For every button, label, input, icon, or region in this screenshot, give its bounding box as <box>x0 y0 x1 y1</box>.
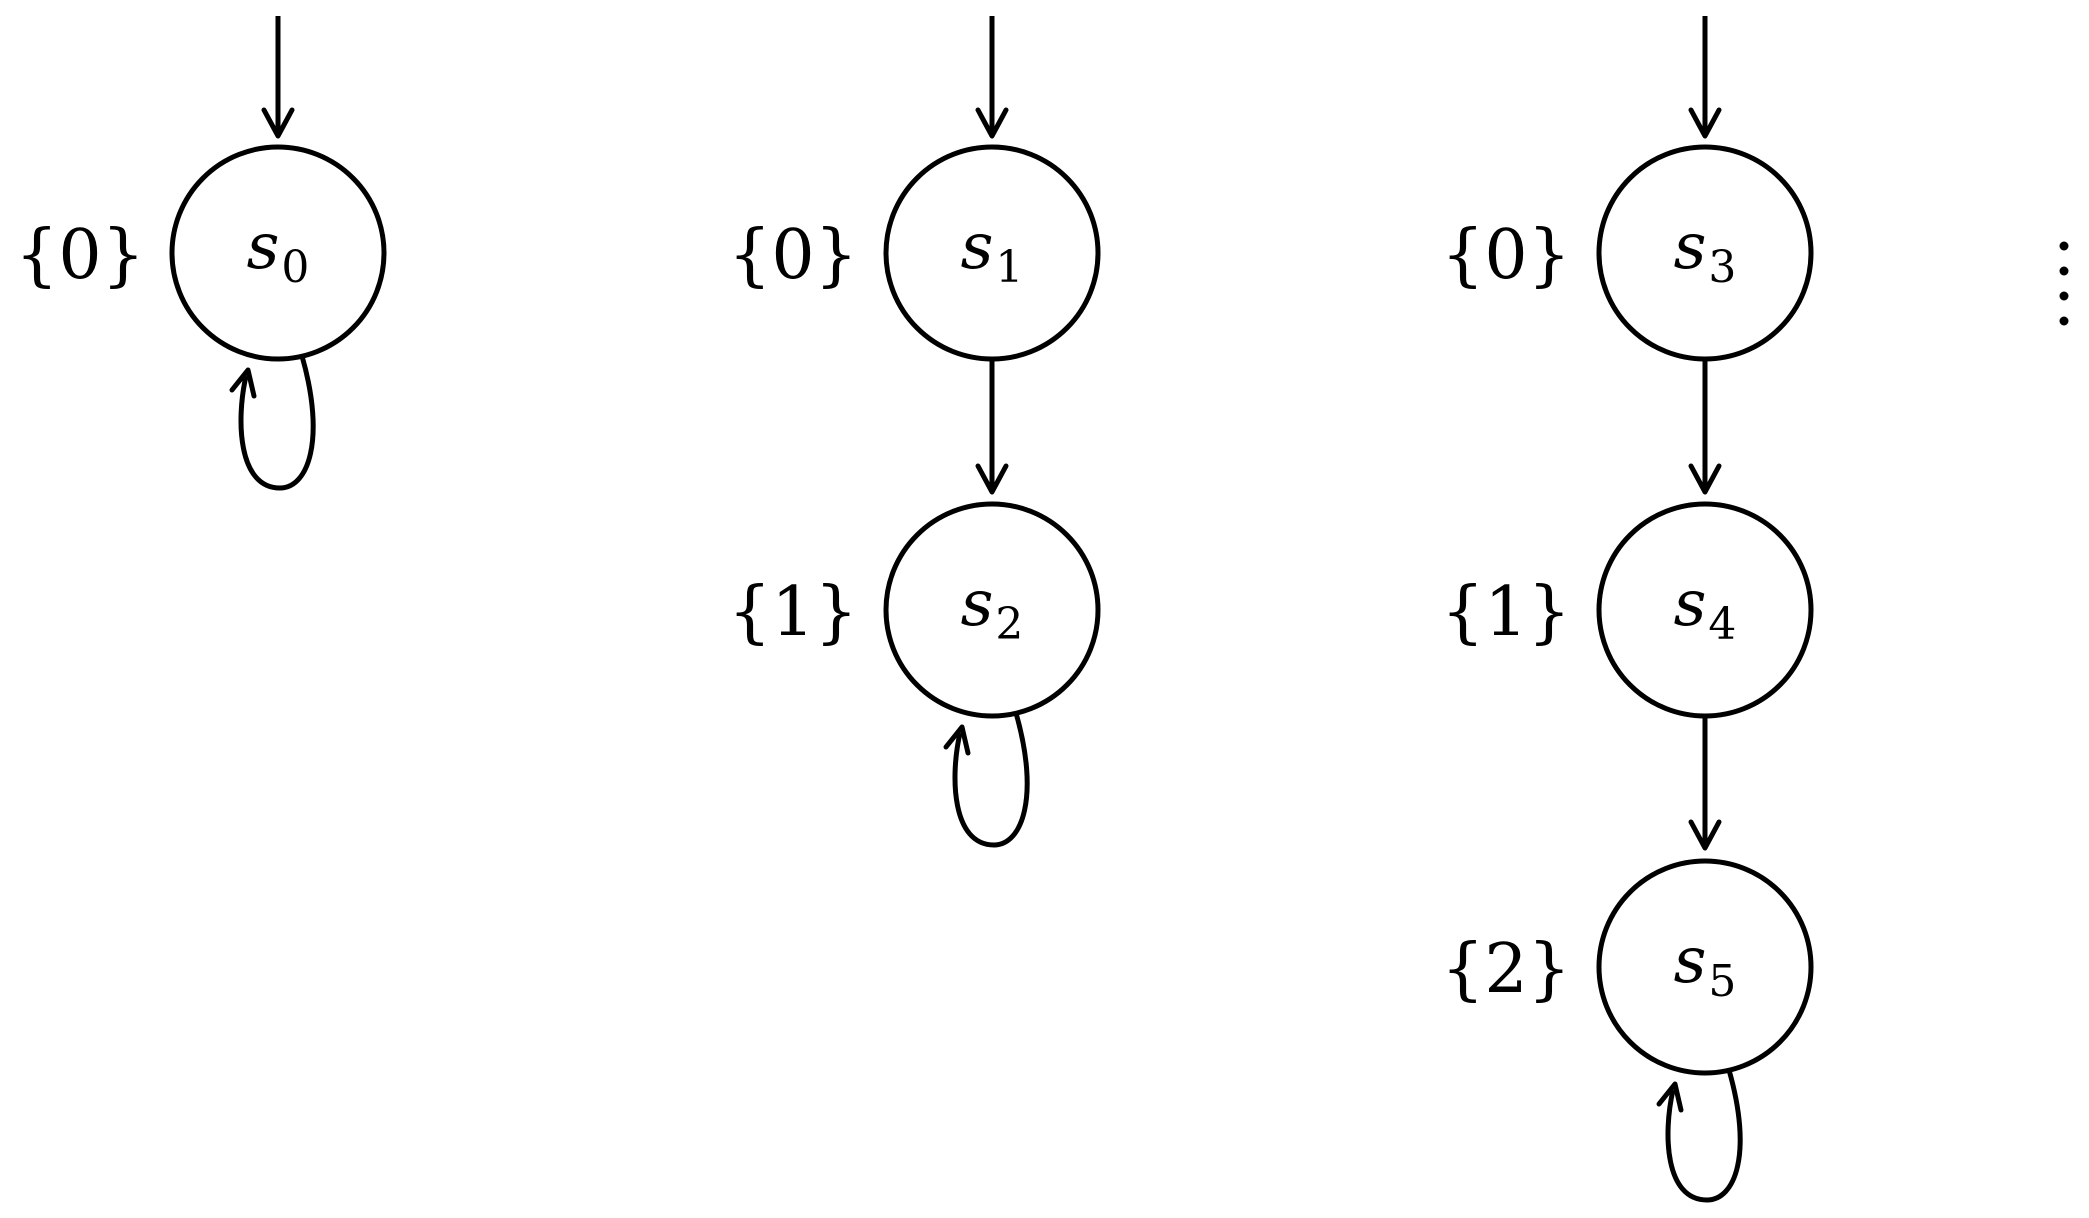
state-s0[interactable] <box>169 144 387 362</box>
state-name-s0: s0 <box>247 210 310 293</box>
self-loop-s5 <box>1665 1069 1743 1203</box>
self-loop-s0 <box>238 355 316 491</box>
state-s5[interactable] <box>1596 858 1814 1076</box>
state-label-s5: {2} <box>1441 930 1571 1009</box>
continuation-ellipsis-icon <box>2059 241 2069 326</box>
initial-arrowhead-s3 <box>1688 107 1722 139</box>
self-loop-arrowhead-s0 <box>229 367 257 399</box>
initial-arrowhead-s0 <box>261 107 295 139</box>
transition-arrowhead-s1-s2 <box>975 463 1009 495</box>
transition-arrowhead-s3-s4 <box>1688 463 1722 495</box>
state-label-s0: {0} <box>15 216 145 295</box>
state-label-s3: {0} <box>1441 216 1571 295</box>
state-label-s4: {1} <box>1441 573 1571 652</box>
self-loop-s2 <box>952 712 1030 848</box>
state-name-s5: s5 <box>1674 924 1737 1007</box>
initial-arrowhead-s1 <box>975 107 1009 139</box>
state-name-s2: s2 <box>961 567 1024 650</box>
state-name-s1: s1 <box>961 210 1024 293</box>
state-s2[interactable] <box>883 501 1101 719</box>
state-label-s1: {0} <box>728 216 858 295</box>
state-label-s2: {1} <box>728 573 858 652</box>
state-name-s3: s3 <box>1674 210 1737 293</box>
state-name-s4: s4 <box>1674 567 1737 650</box>
self-loop-arrowhead-s5 <box>1656 1081 1684 1113</box>
self-loop-arrowhead-s2 <box>943 724 971 756</box>
transition-arrowhead-s4-s5 <box>1688 819 1722 851</box>
